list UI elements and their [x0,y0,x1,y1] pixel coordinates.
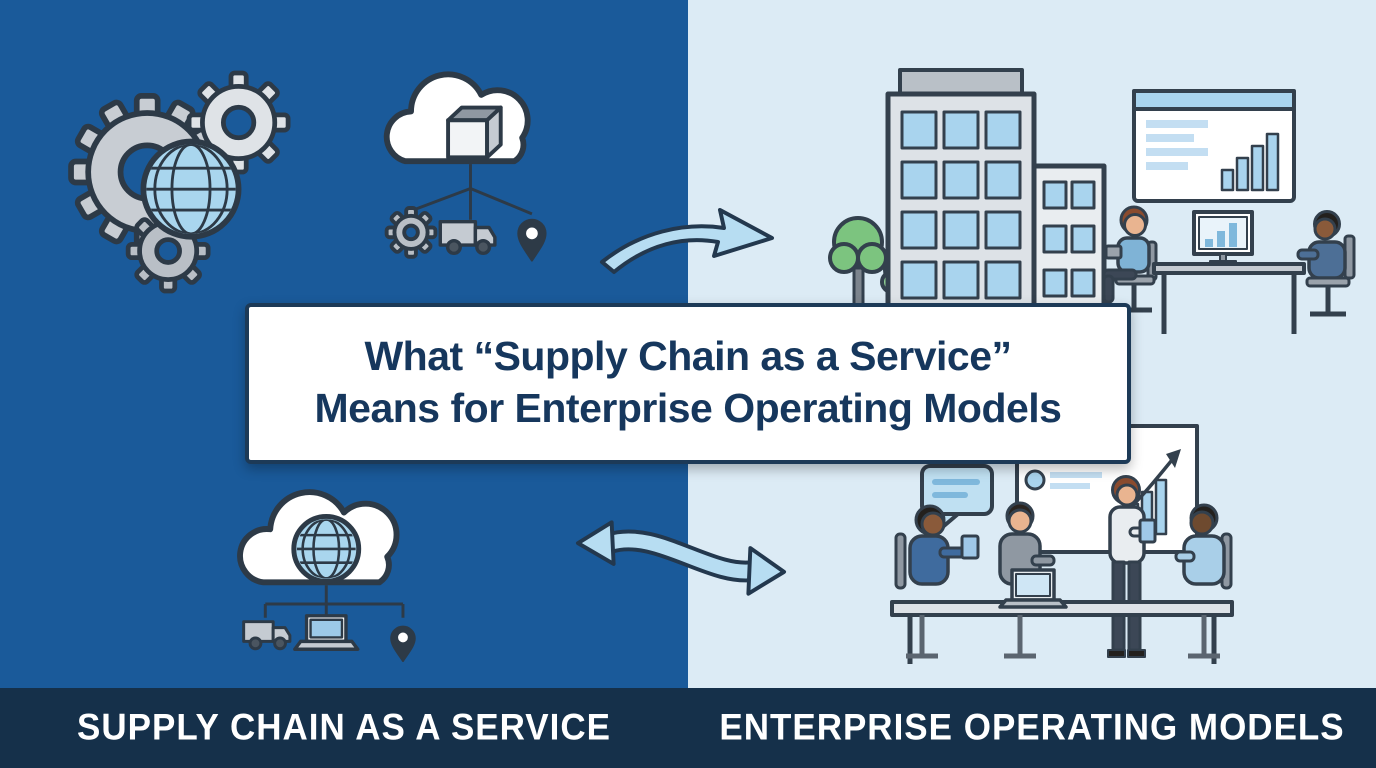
office-building-workers-illustration [828,68,1356,344]
footer-right-label: ENTERPRISE OPERATING MODELS [719,707,1345,748]
bar-chart-icon [1220,132,1280,192]
desk-workstation [1152,210,1306,334]
location-pin-icon [390,625,416,663]
gear-small-icon [384,206,438,259]
footer-left-cell: SUPPLY CHAIN AS A SERVICE [0,688,688,768]
footer-band: SUPPLY CHAIN AS A SERVICE ENTERPRISE OPE… [0,688,1376,768]
seated-man-right [1174,503,1233,590]
location-pin-icon [517,218,547,262]
seated-person-with-tablet [1102,205,1158,313]
speech-bubble-icon [920,464,994,533]
cloud-logistics-network-icon [237,489,416,663]
laptop-on-table [998,568,1068,609]
browser-window-dashboard [1132,89,1296,203]
seated-woman-with-tablet [894,504,980,590]
meeting-table [890,600,1234,664]
title-box: What “Supply Chain as a Service” Means f… [245,303,1131,465]
double-headed-arrow-icon [575,520,787,596]
arrow-right-icon [600,208,774,274]
laptop-icon [293,614,360,651]
footer-right-cell: ENTERPRISE OPERATING MODELS [688,688,1376,768]
truck-icon [438,219,497,256]
chair-bases [906,615,1220,659]
seated-worker-at-desk [1296,210,1356,317]
gears-globe-icon [68,70,291,294]
seated-man-with-laptop [998,501,1056,586]
office-building [885,68,1037,344]
truck-icon [242,620,292,651]
title-line-1: What “Supply Chain as a Service” [364,333,1012,379]
gear-medium [186,70,291,175]
cloud-package-delivery-icon [383,71,547,262]
title-line-2: Means for Enterprise Operating Models [314,384,1063,431]
footer-left-label: SUPPLY CHAIN AS A SERVICE [77,707,611,748]
package-box [446,105,503,160]
